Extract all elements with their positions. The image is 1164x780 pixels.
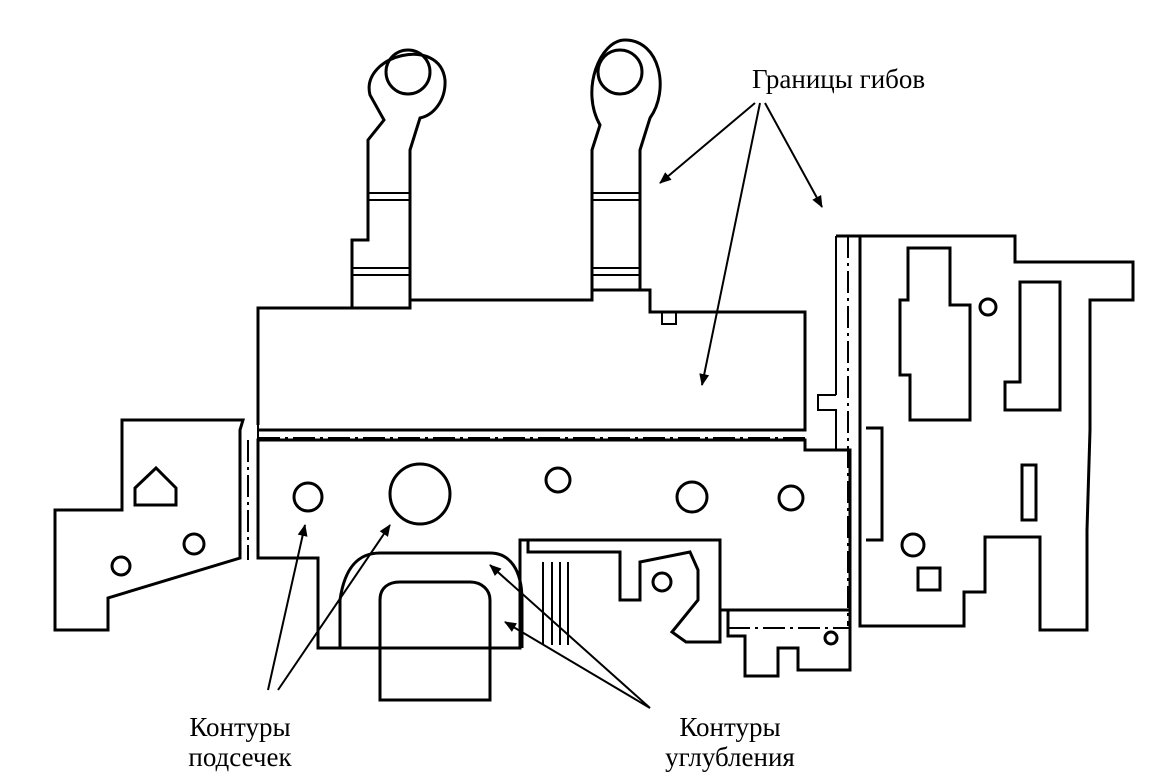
hole <box>900 532 926 558</box>
arrow-notch-1 <box>267 524 308 691</box>
upper-panel <box>256 288 807 432</box>
hole <box>182 532 206 556</box>
arrow-bend-2 <box>699 102 761 386</box>
hole <box>777 484 805 512</box>
lug-eye <box>596 48 644 96</box>
bottom-tab <box>726 610 852 678</box>
left-flange <box>53 418 246 632</box>
label-recess-line1: Контуры <box>679 712 781 742</box>
hole <box>651 571 673 593</box>
arrow-bend-1 <box>659 102 756 184</box>
hole <box>292 481 324 513</box>
hole <box>544 466 572 494</box>
arrow-recess-1 <box>489 564 651 709</box>
arrow-bend-3 <box>764 102 823 208</box>
label-notch-line2: подсечек <box>188 742 292 772</box>
lug-eye <box>384 48 432 96</box>
left-lug <box>350 52 447 308</box>
bracket <box>526 540 722 644</box>
left-flange-triangle <box>133 465 178 507</box>
label-notch-contours: Контуры подсечек <box>170 712 310 772</box>
right-panel <box>836 234 1135 632</box>
label-recess-contours: Контуры углубления <box>640 712 820 772</box>
label-notch-line1: Контуры <box>189 712 291 742</box>
label-bend-boundaries: Границы гибов <box>752 64 926 94</box>
hole <box>110 555 132 577</box>
arrow-notch-2 <box>277 524 391 691</box>
hole <box>675 480 709 514</box>
right-lug <box>590 38 662 290</box>
label-recess-line2: углубления <box>665 742 795 772</box>
main-body <box>256 438 852 650</box>
large-hole <box>388 462 452 526</box>
recess-contour <box>378 580 492 702</box>
hole <box>978 297 998 317</box>
notch-contour <box>338 551 524 648</box>
hole <box>823 630 839 646</box>
arrow-recess-2 <box>504 621 651 709</box>
